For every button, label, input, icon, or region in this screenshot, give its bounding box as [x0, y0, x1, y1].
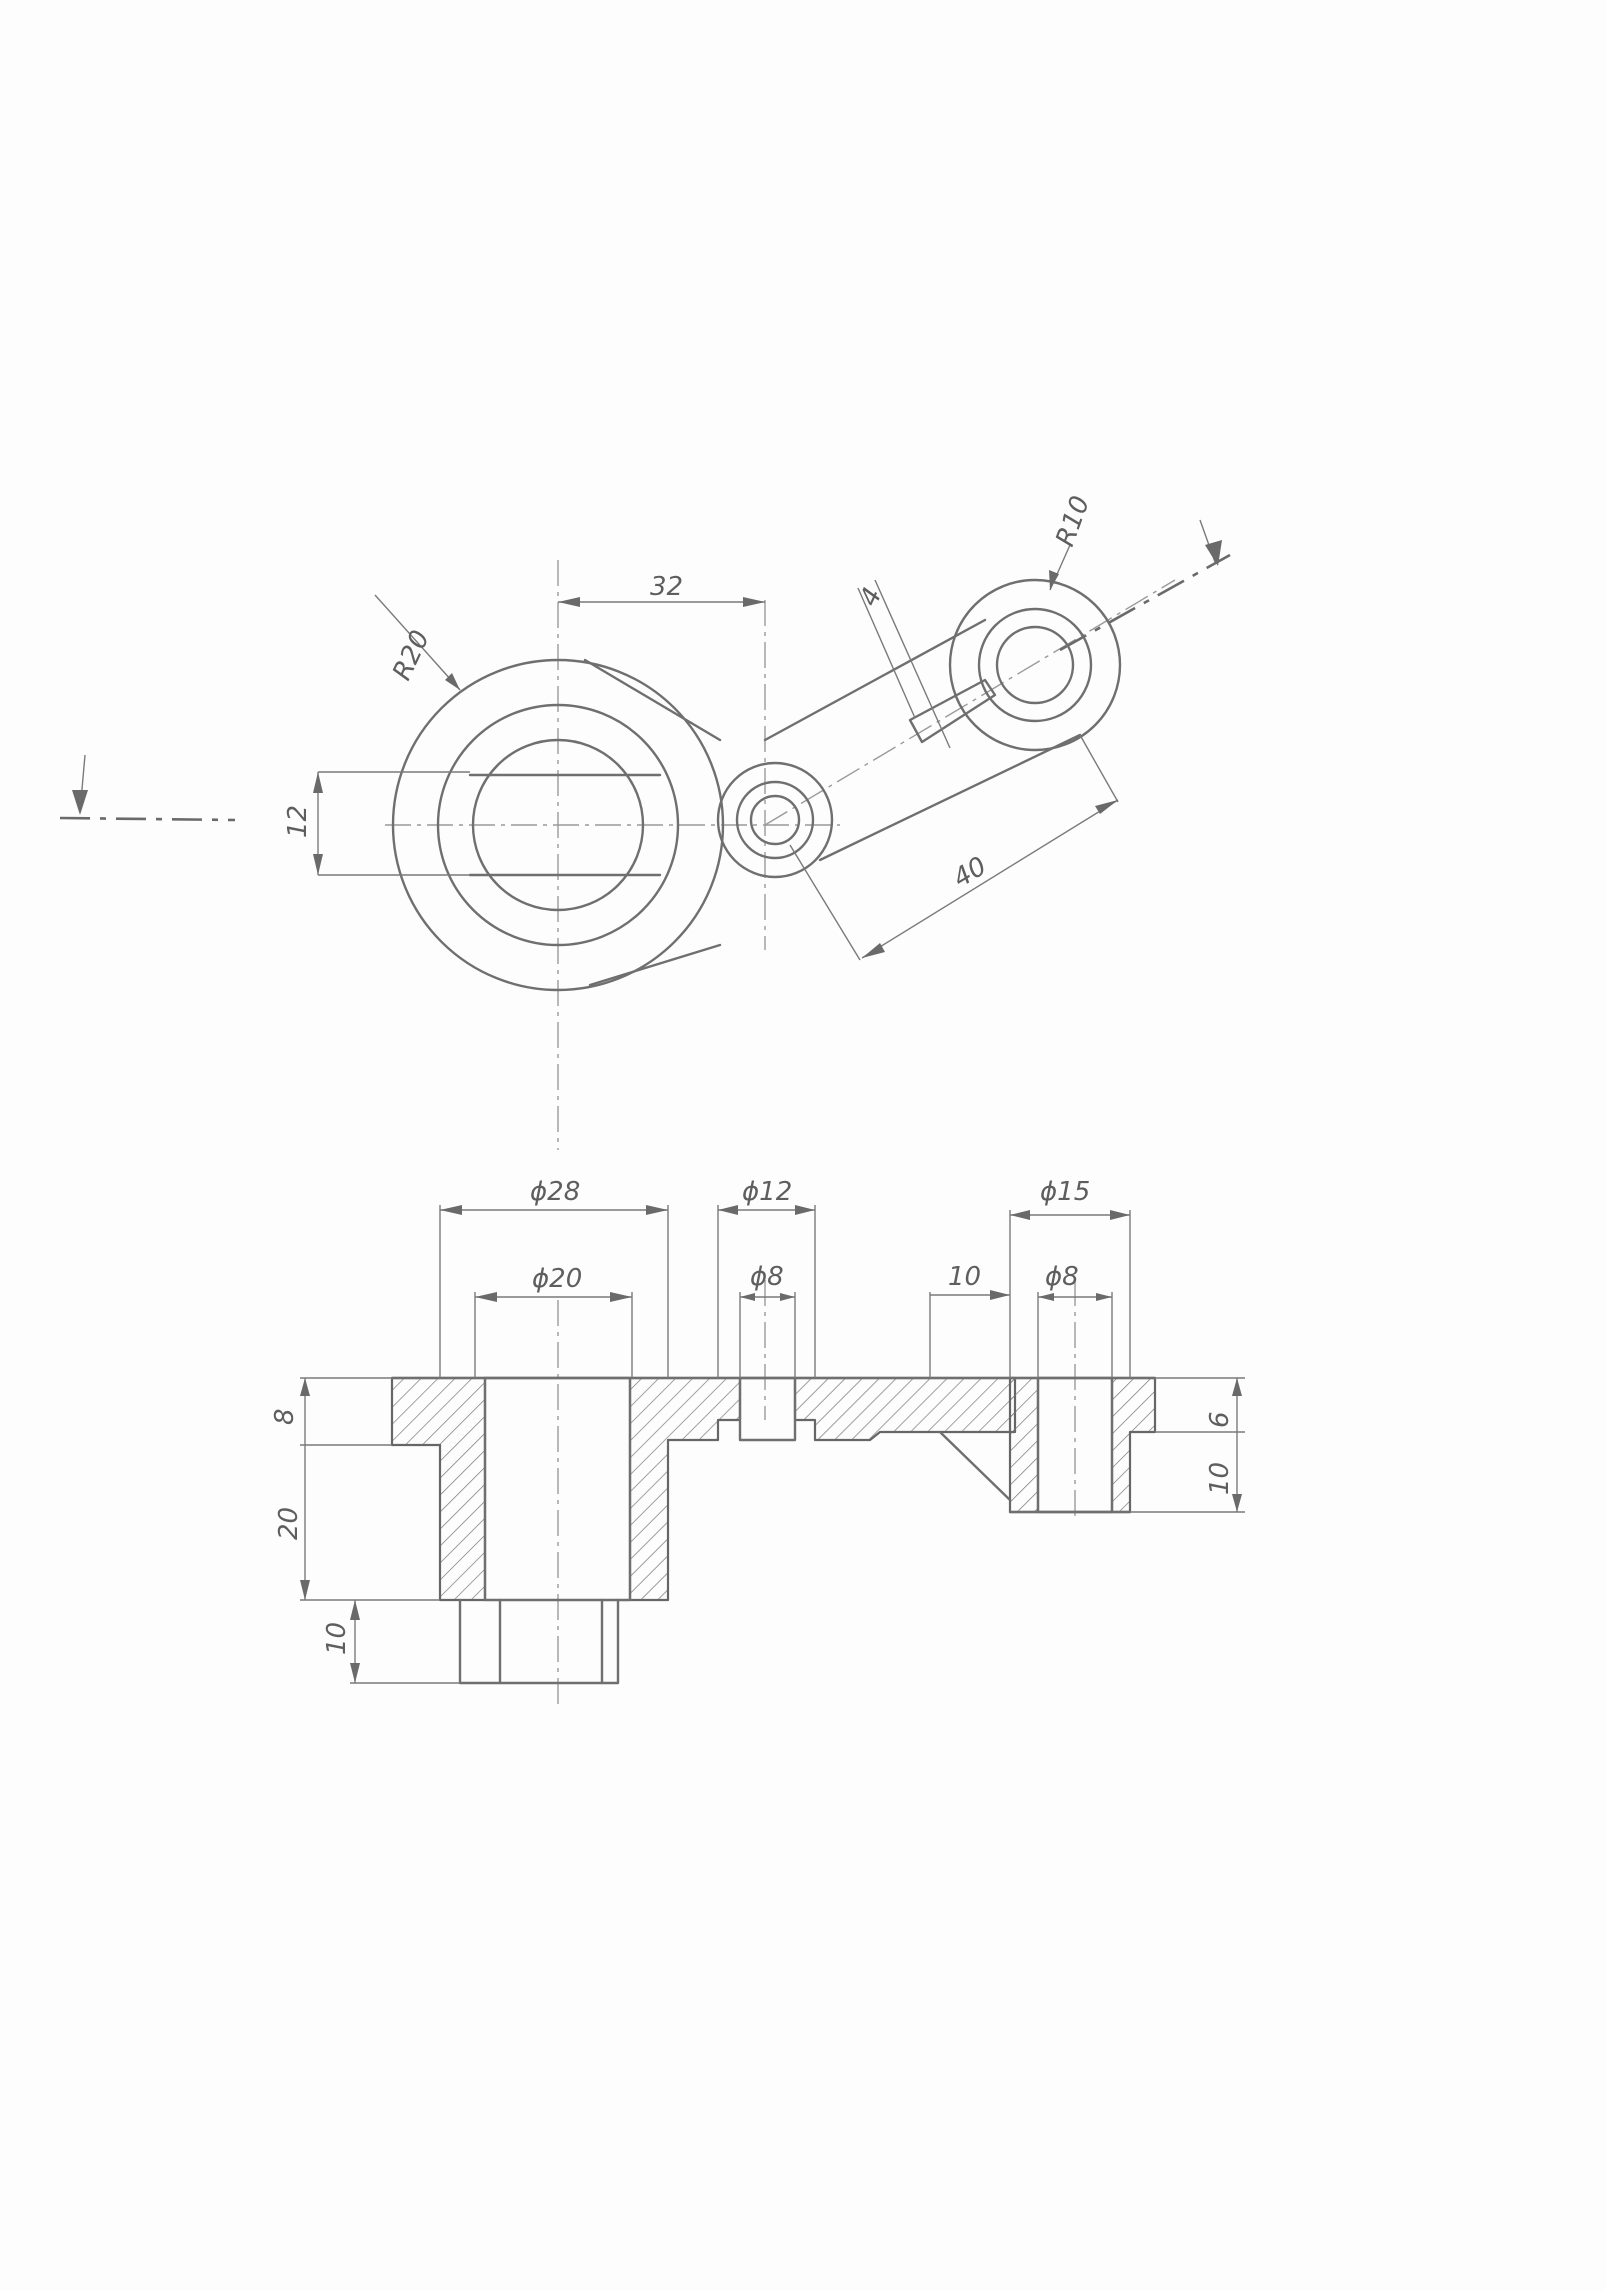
eye-outer-circle: [948, 578, 1122, 752]
dim-phi28-arrow-right: [646, 1205, 668, 1215]
small-hole-outline: [738, 1376, 797, 1442]
dim-r10-label: R10: [1050, 492, 1096, 550]
section-eye-left-wall: [1008, 1376, 1040, 1514]
boss-outer-circle: [391, 658, 725, 992]
cut-arrow-right-head: [1205, 540, 1222, 566]
lower-boss-outline: [458, 1598, 620, 1685]
bore-circle: [471, 738, 645, 912]
dim-phi8b-arrow-right: [1096, 1293, 1112, 1301]
dim-phi12-arrow-left: [718, 1205, 738, 1215]
dim-40-ext-1: [789, 844, 861, 961]
dim-r10-arrow: [1049, 570, 1059, 590]
section-arm: [793, 1376, 1017, 1442]
dim-phi8a-label: ϕ8: [750, 1262, 784, 1292]
dim-r20-leader: [374, 594, 461, 691]
dim-32-arrow-left: [558, 597, 580, 607]
dim-10a-arrow: [990, 1290, 1010, 1300]
dim-40-arrow-left: [862, 943, 885, 958]
small-hub-middle-circle: [735, 780, 815, 860]
dim-40-line: [861, 799, 1119, 959]
boss-middle-circle: [436, 703, 680, 947]
section-cut-line-left: [59, 816, 236, 822]
dim-phi28-label: ϕ28: [530, 1177, 580, 1207]
dim-8-label: 8: [270, 1408, 300, 1425]
eye-middle-circle: [977, 607, 1093, 723]
section-left-wall: [390, 1376, 487, 1602]
dim-6-label: 6: [1205, 1411, 1235, 1428]
dim-12-arrow-top: [313, 772, 323, 793]
section-cut-line-right: [1059, 553, 1231, 652]
dim-phi8b-arrow-left: [1038, 1293, 1054, 1301]
dim-4-ext-2: [874, 579, 951, 749]
cut-arrow-left-head: [72, 790, 88, 815]
dim-32-arrow-right: [743, 597, 765, 607]
dim-phi12-label: ϕ12: [742, 1177, 792, 1207]
top-view: 32 R20 12 4 R10 40: [59, 492, 1231, 1150]
dim-4-label: 4: [854, 583, 888, 611]
dim-phi15-arrow-right: [1110, 1210, 1130, 1220]
section-view: ϕ28 ϕ20 ϕ12 ϕ8 ϕ15 10: [270, 1177, 1245, 1710]
dim-8-arrow-top: [300, 1378, 310, 1396]
section-eye-right-wall: [1110, 1376, 1157, 1514]
dim-phi20-label: ϕ20: [532, 1264, 582, 1294]
dim-phi28-arrow-left: [440, 1205, 462, 1215]
slot-outline: [908, 678, 997, 744]
dim-10-label: 10: [322, 1622, 352, 1655]
dim-phi8a-arrow-right: [780, 1293, 795, 1301]
dim-40-label: 40: [948, 851, 992, 894]
dim-10b-label: 10: [1205, 1462, 1235, 1495]
dim-20-arrow-bottom: [300, 1580, 310, 1600]
dim-phi8b-label: ϕ8: [1045, 1262, 1079, 1292]
dim-phi20-arrow-right: [610, 1292, 632, 1302]
dim-12-label: 12: [283, 805, 313, 838]
dim-40-arrow-right: [1095, 800, 1118, 814]
dim-10b-arrow-bottom: [1232, 1494, 1242, 1512]
dim-r20-arrow: [445, 673, 460, 690]
arm-bottom-edge: [818, 733, 1082, 862]
dim-phi15-label: ϕ15: [1040, 1177, 1090, 1207]
dim-10-arrow-top: [350, 1600, 360, 1620]
web-top-edge: [583, 658, 722, 742]
arm-top-edge: [763, 618, 987, 742]
section-right-wall: [628, 1376, 742, 1602]
eye-hole-circle: [995, 625, 1075, 705]
dim-phi15-arrow-left: [1010, 1210, 1030, 1220]
dim-phi20-arrow-left: [475, 1292, 497, 1302]
dim-40-ext-2: [1079, 734, 1119, 803]
bore-outline: [483, 1376, 632, 1602]
dim-6-arrow-top: [1232, 1378, 1242, 1396]
small-hub-outer-circle: [716, 761, 834, 879]
dim-12-arrow-bottom: [313, 854, 323, 875]
dim-phi8a-arrow-left: [740, 1293, 755, 1301]
dim-phi12-arrow-right: [795, 1205, 815, 1215]
small-hole-circle: [749, 794, 801, 846]
dim-10a-label: 10: [948, 1262, 981, 1292]
web-bottom-edge: [588, 943, 722, 987]
dim-4-ext-1: [857, 587, 916, 719]
dim-32-label: 32: [650, 572, 683, 602]
dim-20-label: 20: [274, 1507, 304, 1540]
dim-10-arrow-bottom: [350, 1663, 360, 1683]
arm-under-slope: [938, 1430, 1012, 1502]
